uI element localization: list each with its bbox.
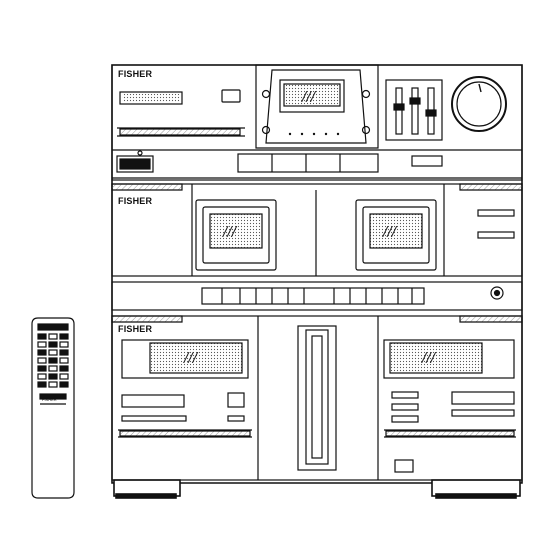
top-unit: /// [112, 65, 522, 180]
brand-logo-middle: FISHER [118, 196, 153, 206]
equalizer-bar [112, 282, 522, 310]
left-cd-marks: /// [183, 351, 199, 366]
eq-slider-3 [426, 88, 436, 134]
cassette-deck-b: /// [356, 200, 436, 270]
top-button-strip [238, 154, 442, 172]
volume-knob [452, 77, 506, 131]
tuner-panel [117, 90, 245, 172]
left-cd-panel: /// [118, 340, 252, 437]
bottom-unit: /// /// [112, 316, 522, 480]
amp-panel [386, 77, 506, 140]
brand-logo-top: FISHER [118, 69, 153, 79]
brand-logo-bottom: FISHER [118, 324, 153, 334]
remote-button-grid [38, 334, 68, 387]
cd-display-panel: /// [256, 65, 378, 148]
cd-display-marks: /// [301, 90, 317, 105]
deck-a-marks: /// [222, 225, 238, 240]
center-tower [298, 326, 336, 470]
deck-b-marks: /// [382, 225, 398, 240]
eq-slider-1 [394, 88, 404, 134]
right-cd-marks: /// [421, 351, 437, 366]
cassette-deck-a: /// [196, 200, 276, 270]
right-cd-panel: /// [384, 340, 516, 472]
eq-slider-2 [410, 88, 420, 134]
middle-unit: /// /// [112, 184, 522, 276]
remote-brand-logo: FISHER [42, 397, 57, 402]
deck-side-buttons [478, 210, 514, 238]
remote-control [32, 318, 74, 498]
